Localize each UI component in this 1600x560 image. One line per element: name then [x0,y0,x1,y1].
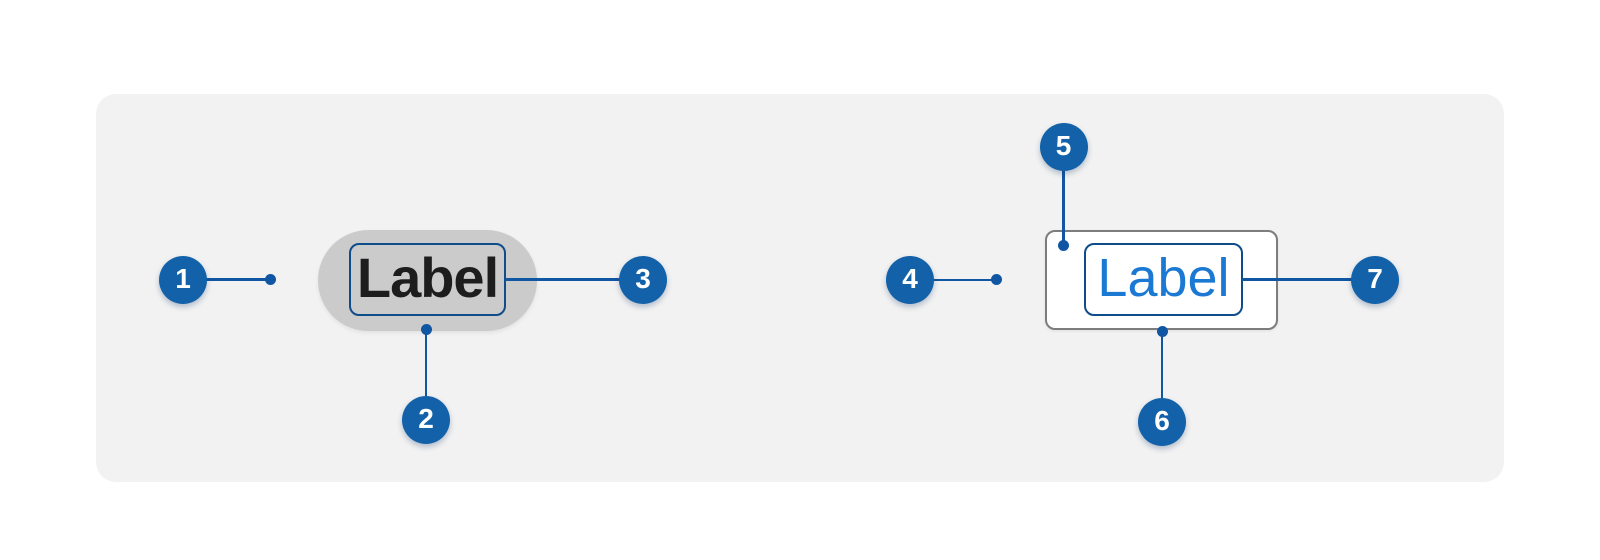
connector-line-6 [1160,331,1164,399]
anchor-dot-5 [1058,239,1069,251]
button-label-dark: Label [356,245,499,309]
connector-line-4 [933,278,997,282]
callout-badge-7: 7 [1351,255,1399,304]
anchor-dot-4 [990,273,1002,285]
button-label-blue: Label [1097,247,1230,308]
callout-badge-6: 6 [1138,398,1186,446]
callout-badge-3: 3 [619,255,667,304]
anchor-dot-6 [1156,325,1168,337]
connector-line-7 [1242,278,1353,281]
callout-badge-5: 5 [1039,123,1088,171]
callout-badge-1: 1 [159,255,207,304]
connector-line-2 [424,330,428,397]
callout-badge-4: 4 [886,256,934,304]
anchor-dot-2 [420,324,432,335]
anchor-dot-1 [264,273,276,285]
connector-line-3 [505,278,621,281]
connector-line-1 [205,278,271,281]
connector-line-5 [1062,170,1065,246]
diagram-panel [96,94,1504,482]
focus-ring-left: Label [349,243,506,316]
focus-ring-right: Label [1084,243,1243,316]
callout-badge-2: 2 [402,396,450,444]
